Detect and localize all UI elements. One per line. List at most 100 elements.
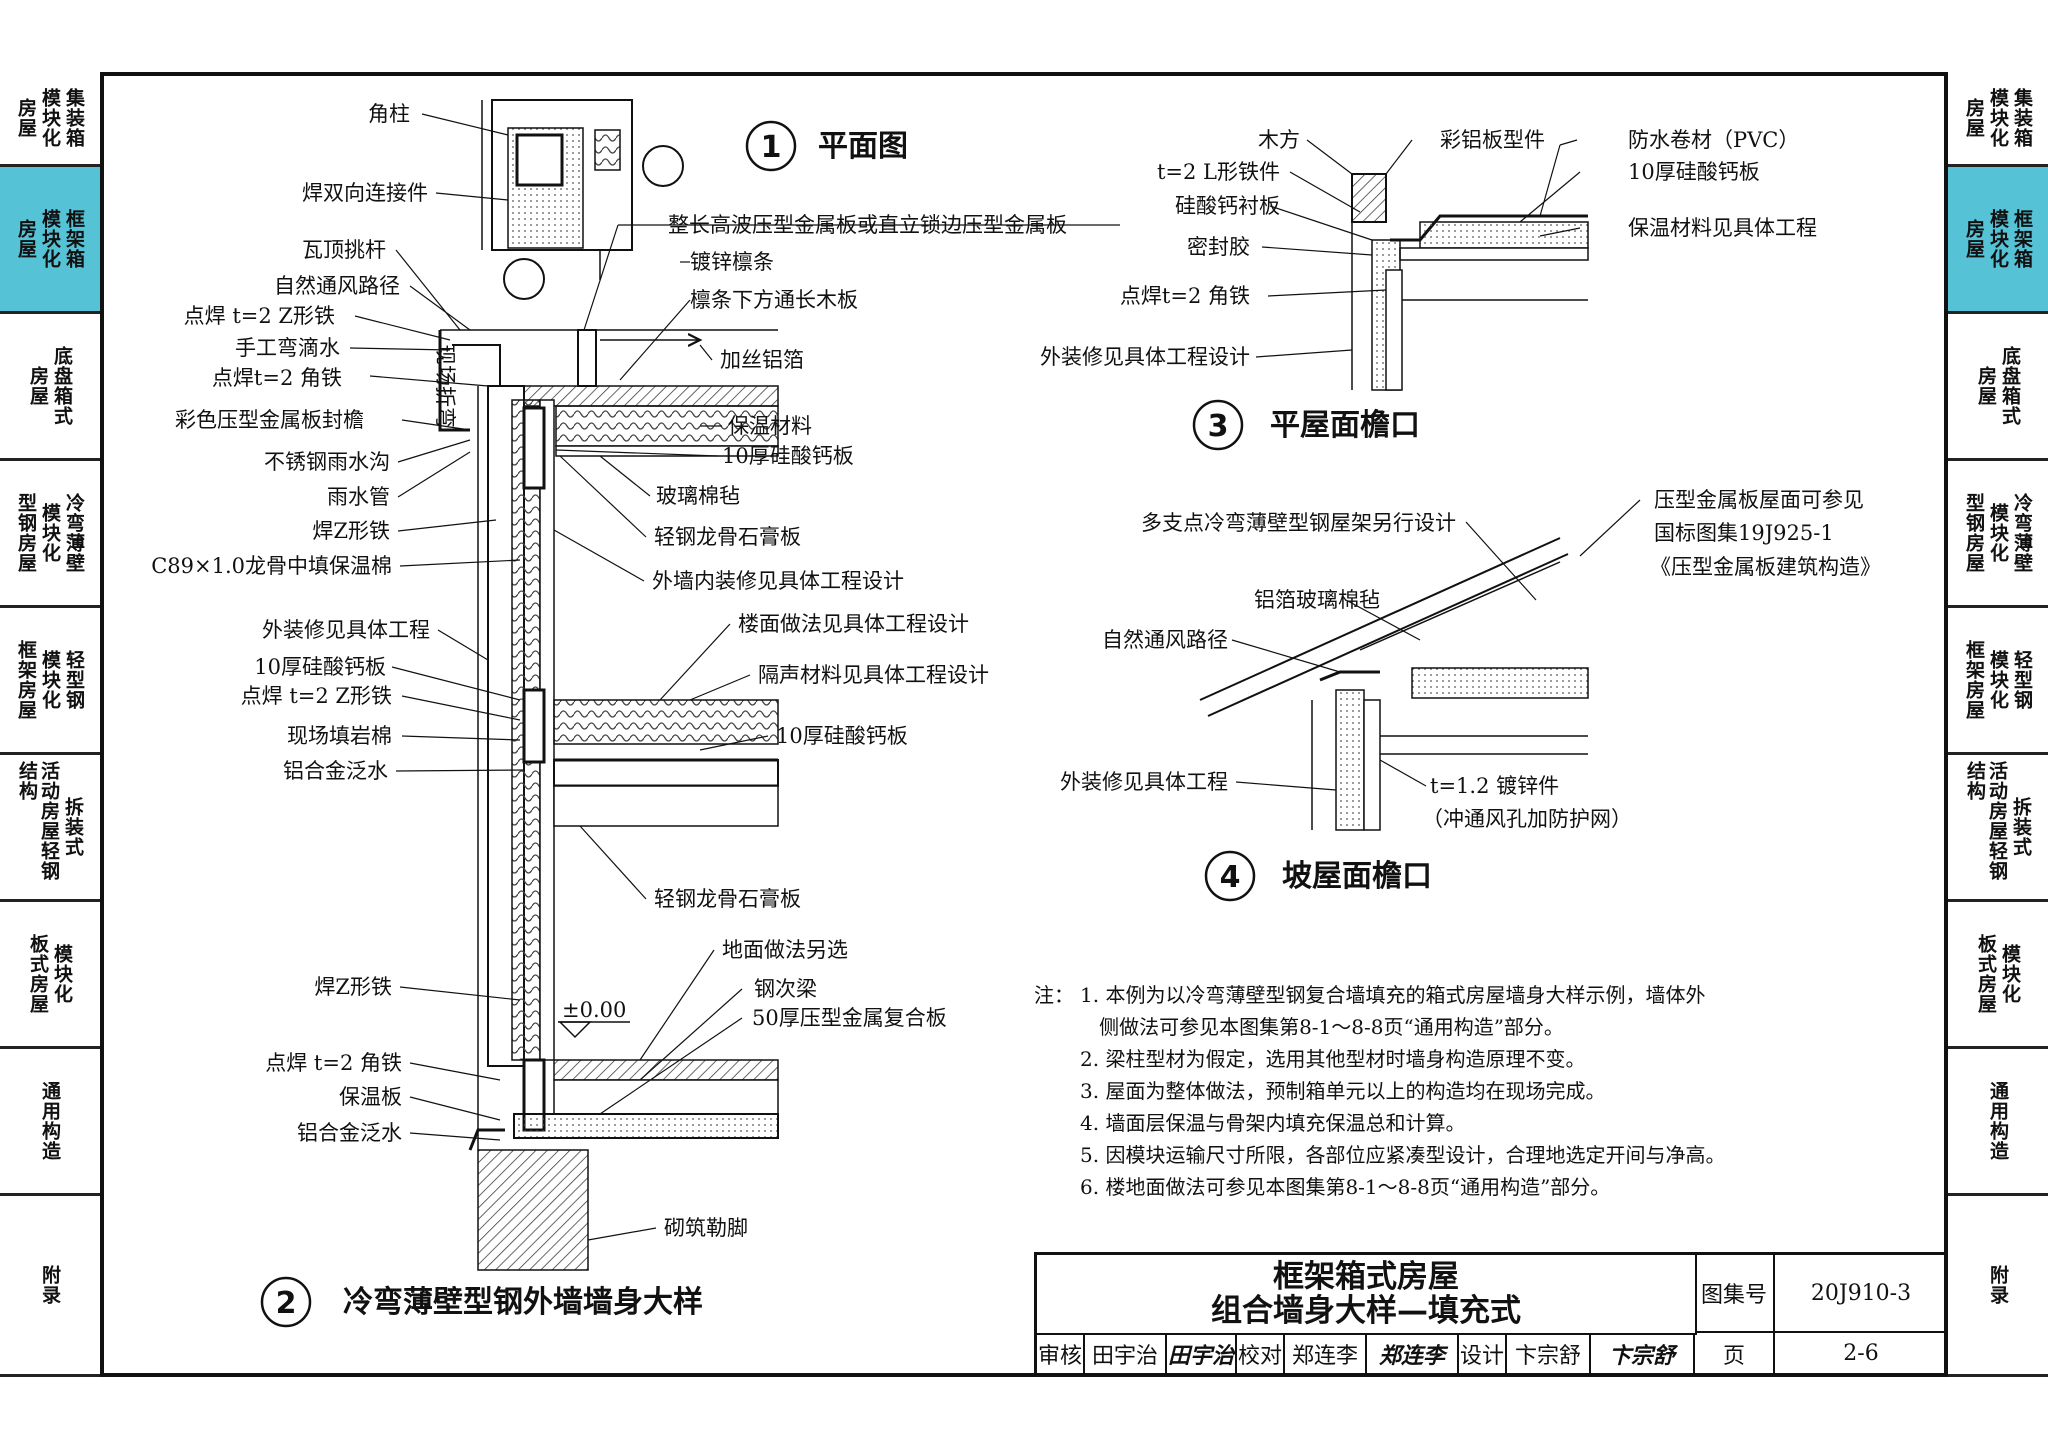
label-glass-wool: 玻璃棉毡 bbox=[656, 484, 740, 508]
label-ref-2: 国标图集19J925-1 bbox=[1654, 521, 1834, 545]
category-tab-2[interactable]: 框架箱模块化房屋 bbox=[1948, 167, 2048, 314]
drawing-title-line-2: 组合墙身大样—填充式 bbox=[1211, 1293, 1521, 1329]
review-label: 审核 bbox=[1037, 1333, 1085, 1376]
label-cs-lining: 硅酸钙衬板 bbox=[1175, 194, 1280, 218]
plan-title: 1 平面图 bbox=[745, 120, 908, 172]
category-tab-prefix: 房屋 bbox=[1975, 366, 1997, 406]
category-tab-text: 模块化 bbox=[51, 944, 73, 1004]
category-tab-8[interactable]: 通用构造 bbox=[1948, 1049, 2048, 1196]
category-tab-text: 模块化 bbox=[1987, 650, 2009, 710]
category-tab-1[interactable]: 集装箱模块化房屋 bbox=[1948, 72, 2048, 167]
drawing-title-line-1: 框架箱式房屋 bbox=[1273, 1259, 1459, 1295]
left-category-tabs: 集装箱模块化房屋框架箱模块化房屋底盘箱式房屋冷弯薄壁模块化型钢房屋轻型钢模块化框… bbox=[0, 72, 100, 1377]
pitched-roof-view-4 bbox=[1199, 537, 1589, 831]
view2-number: 2 bbox=[276, 1286, 297, 1321]
label-ext-finish-v3: 外装修见具体工程设计 bbox=[1040, 345, 1250, 369]
category-tab-6[interactable]: 拆装式活动房屋轻钢结构 bbox=[0, 755, 100, 902]
label-vent-path: 自然通风路径 bbox=[274, 274, 400, 298]
category-tab-text: 模块化 bbox=[1987, 88, 2009, 148]
category-tab-1[interactable]: 集装箱模块化房屋 bbox=[0, 72, 100, 167]
category-tab-text: 集装箱 bbox=[63, 88, 85, 148]
label-ref-1: 压型金属板屋面可参见 bbox=[1654, 488, 1864, 512]
label-purlin-board: 檩条下方通长木板 bbox=[690, 288, 858, 312]
category-tab-9[interactable]: 附录 bbox=[0, 1196, 100, 1377]
category-tab-prefix: 板式房屋 bbox=[1975, 934, 1997, 1014]
view1-title: 平面图 bbox=[818, 129, 908, 164]
label-gypsum-1: 轻钢龙骨石膏板 bbox=[654, 525, 801, 549]
category-tab-prefix: 房屋 bbox=[15, 219, 37, 259]
view2-leaders bbox=[349, 113, 1120, 1241]
label-z-iron-1: 点焊 t=2 Z形铁 bbox=[184, 304, 335, 328]
reviewer-signature: 田宇治 bbox=[1167, 1333, 1237, 1376]
label-z-iron-2: 点焊 t=2 Z形铁 bbox=[241, 684, 392, 708]
category-tab-7[interactable]: 模块化板式房屋 bbox=[0, 902, 100, 1049]
label-downpipe: 雨水管 bbox=[327, 485, 390, 509]
label-ins-note: 保温材料见具体工程 bbox=[1628, 216, 1817, 240]
label-timber: 木方 bbox=[1258, 128, 1300, 152]
label-angle-1: 点焊t=2 角铁 bbox=[212, 366, 342, 390]
category-tab-5[interactable]: 轻型钢模块化框架房屋 bbox=[1948, 608, 2048, 755]
category-tab-5[interactable]: 轻型钢模块化框架房屋 bbox=[0, 608, 100, 755]
label-al-flash-1: 铝合金泛水 bbox=[283, 759, 388, 783]
label-pvc: 防水卷材（PVC） bbox=[1628, 128, 1799, 152]
label-galv-purlin: 镀锌檩条 bbox=[690, 250, 774, 274]
view2-title: 冷弯薄壁型钢外墙墙身大样 bbox=[343, 1285, 703, 1320]
designer-name: 卞宗舒 bbox=[1507, 1333, 1591, 1376]
wall-section-title: 2 冷弯薄壁型钢外墙墙身大样 bbox=[260, 1276, 703, 1328]
atlas-no-label: 图集号 bbox=[1695, 1255, 1775, 1333]
category-tab-text: 通用构造 bbox=[39, 1081, 61, 1161]
category-tab-text: 框架箱 bbox=[2011, 209, 2033, 269]
category-tab-prefix: 框架房屋 bbox=[15, 640, 37, 720]
label-ins-board: 保温板 bbox=[339, 1085, 402, 1109]
label-elevation: ±0.00 bbox=[562, 998, 626, 1022]
category-tab-4[interactable]: 冷弯薄壁模块化型钢房屋 bbox=[0, 461, 100, 608]
category-tab-text: 模块化 bbox=[39, 503, 61, 563]
flat-roof-view-3 bbox=[1351, 173, 1589, 391]
category-tab-8[interactable]: 通用构造 bbox=[0, 1049, 100, 1196]
label-insulation: 保温材料 bbox=[728, 414, 812, 438]
category-tab-4[interactable]: 冷弯薄壁模块化型钢房屋 bbox=[1948, 461, 2048, 608]
designer-signature: 卞宗舒 bbox=[1591, 1333, 1695, 1376]
check-label: 校对 bbox=[1237, 1333, 1285, 1376]
label-corner-column: 角柱 bbox=[368, 102, 410, 126]
category-tab-7[interactable]: 模块化板式房屋 bbox=[1948, 902, 2048, 1049]
view3-number: 3 bbox=[1208, 409, 1229, 444]
label-l-iron: t=2 L形铁件 bbox=[1157, 160, 1280, 184]
label-galv-part: t=1.2 镀锌件 bbox=[1430, 774, 1559, 798]
reviewer-name: 田宇治 bbox=[1085, 1333, 1167, 1376]
category-tab-prefix: 型钢房屋 bbox=[15, 493, 37, 573]
category-tab-6[interactable]: 拆装式活动房屋轻钢结构 bbox=[1948, 755, 2048, 902]
label-al-foil: 加丝铝箔 bbox=[720, 348, 804, 372]
label-foil-wool: 铝箔玻璃棉毡 bbox=[1254, 588, 1380, 612]
label-truss: 多支点冷弯薄壁型钢屋架另行设计 bbox=[1141, 511, 1456, 535]
label-ground-finish: 地面做法另选 bbox=[722, 938, 848, 962]
label-al-profile: 彩铝板型件 bbox=[1440, 128, 1545, 152]
category-tab-text: 拆装式 bbox=[62, 797, 84, 857]
category-tab-text: 模块化 bbox=[1987, 503, 2009, 563]
category-tab-text: 模块化 bbox=[39, 88, 61, 148]
label-weld-z-2: 焊Z形铁 bbox=[314, 975, 392, 999]
label-al-flash-2: 铝合金泛水 bbox=[297, 1121, 402, 1145]
label-drip: 手工弯滴水 bbox=[235, 336, 340, 360]
label-eave-panel: 彩色压型金属板封檐 bbox=[175, 408, 364, 432]
label-plinth: 砌筑勒脚 bbox=[664, 1216, 748, 1240]
note-line-2: 2. 梁柱型材为假定，选用其他型材时墙身构造原理不变。 bbox=[1080, 1047, 1585, 1071]
note-line-6: 6. 楼地面做法可参见本图集第8-1～8-8页“通用构造”部分。 bbox=[1080, 1175, 1610, 1199]
view3-title: 平屋面檐口 bbox=[1270, 408, 1420, 443]
pitched-roof-title: 4 坡屋面檐口 bbox=[1204, 850, 1432, 902]
category-tab-text: 拆装式 bbox=[2010, 797, 2032, 857]
note-line-4: 4. 墙面层保温与骨架内填充保温总和计算。 bbox=[1080, 1111, 1465, 1135]
category-tab-prefix: 房屋 bbox=[27, 366, 49, 406]
category-tab-prefix: 型钢房屋 bbox=[1963, 493, 1985, 573]
label-inner-finish: 外墙内装修见具体工程设计 bbox=[652, 569, 904, 593]
category-tab-3[interactable]: 底盘箱式房屋 bbox=[0, 314, 100, 461]
category-tab-prefix: 房屋 bbox=[1963, 219, 1985, 259]
category-tab-text: 附录 bbox=[1987, 1265, 2009, 1305]
label-rock-wool: 现场填岩棉 bbox=[287, 724, 392, 748]
label-ext-finish-v4: 外装修见具体工程 bbox=[1060, 770, 1228, 794]
category-tab-9[interactable]: 附录 bbox=[1948, 1196, 2048, 1377]
category-tab-3[interactable]: 底盘箱式房屋 bbox=[1948, 314, 2048, 461]
category-tab-text: 轻型钢 bbox=[2011, 650, 2033, 710]
category-tab-2[interactable]: 框架箱模块化房屋 bbox=[0, 167, 100, 314]
